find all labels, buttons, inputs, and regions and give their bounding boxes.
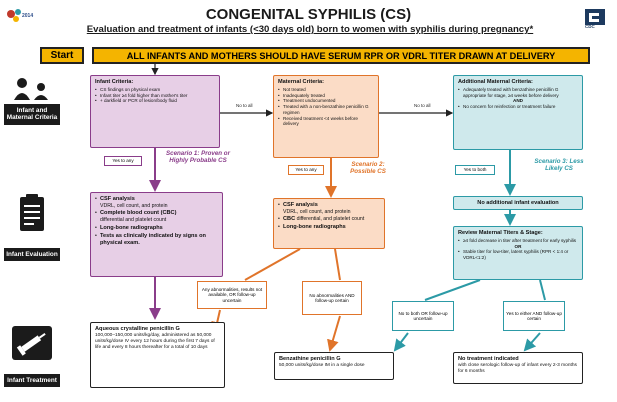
- no-to-all-label: No to all: [414, 103, 431, 108]
- eval-item: Tests as clinically indicated by signs o…: [95, 233, 218, 247]
- eval-item: CBC differential, and platelet count: [278, 216, 380, 223]
- maternal-criteria-item: Inadequately treated: [278, 93, 374, 99]
- review-titers-title: Review Maternal Titers & Stage:: [458, 230, 543, 236]
- logo-left-text: 2014: [22, 13, 34, 19]
- mother-infant-icon: [8, 76, 56, 102]
- benzathine-penicillin-box: Benzathine penicillin G 50,000 units/kg/…: [274, 352, 394, 380]
- and-label: AND: [513, 98, 523, 104]
- infant-criteria-item: CS findings on physical exam: [95, 87, 215, 93]
- eval-item: Long-bone radiographs: [278, 224, 380, 231]
- row-label-criteria: Infant and Maternal Criteria: [4, 104, 60, 125]
- aqueous-penicillin-box: Aqueous crystalline penicillin G 100,000…: [90, 322, 225, 388]
- eval-item: Complete blood count (CBC)differential a…: [95, 210, 218, 223]
- review-titers-box: Review Maternal Titers & Stage: ≥4 fold …: [453, 226, 583, 280]
- additional-maternal-item: Adequately treated with benzathine penic…: [458, 87, 578, 98]
- eval-scenario-3-box: No additional infant evaluation: [453, 196, 583, 210]
- row-label-evaluation: Infant Evaluation: [4, 248, 60, 262]
- syringe-icon: [8, 322, 56, 362]
- additional-maternal-box: Additional Maternal Criteria: Adequately…: [453, 75, 583, 150]
- yes-to-either-box: Yes to either AND follow-up certain: [503, 301, 565, 331]
- arrow-eval-s2-to-abn: [244, 248, 301, 281]
- yes-to-both-box: Yes to both: [455, 165, 495, 175]
- benzathine-body: 50,000 units/kg/dose IM in a single dose: [279, 362, 365, 368]
- scenario-3-label: Scenario 3: Less Likely CS: [534, 158, 584, 173]
- start-banner: ALL INFANTS AND MOTHERS SHOULD HAVE SERU…: [92, 47, 590, 64]
- row-label-treatment: Infant Treatment: [4, 374, 60, 388]
- page-title: CONGENITAL SYPHILIS (CS): [205, 6, 412, 23]
- arrow-review-to-nobth: [424, 279, 481, 301]
- no-abnormal-results-box: No abnormalities AND follow-up certain: [302, 281, 362, 315]
- arrow-noabn-to-benzathine: [327, 315, 341, 352]
- additional-maternal-item: No concern for reinfection or treatment …: [458, 104, 578, 110]
- no-to-both-box: No to both OR follow-up uncertain: [392, 301, 454, 331]
- review-titers-item: ≥4 fold decrease in titer after treatmen…: [458, 238, 578, 244]
- maternal-criteria-title: Maternal Criteria:: [278, 79, 325, 85]
- arrow-yes-to-notreatment: [523, 332, 541, 352]
- infant-criteria-title: Infant Criteria:: [95, 79, 134, 85]
- arrow-eval-s2-to-noabn: [334, 248, 341, 281]
- maternal-criteria-item: Treated with a non-benzathine penicillin…: [278, 104, 374, 115]
- maternal-criteria-item: Received treatment <4 weeks before deliv…: [278, 116, 374, 127]
- clipboard-icon: [8, 193, 56, 233]
- no-treatment-body: with close serologic follow-up of infant…: [458, 362, 577, 374]
- aqueous-title: Aqueous crystalline penicillin G: [95, 326, 180, 332]
- logo-right: CDC: [583, 7, 609, 31]
- benzathine-title: Benzathine penicillin G: [279, 356, 341, 362]
- scenario-1-label: Scenario 1: Proven or Highly Probable CS: [166, 150, 230, 165]
- or-label: OR: [514, 243, 522, 249]
- infant-criteria-item: + darkfield or PCR of lesion/body fluid: [95, 98, 215, 104]
- maternal-criteria-item: Treatment undocumented: [278, 98, 374, 104]
- page-subtitle: Evaluation and treatment of infants (<30…: [86, 24, 534, 35]
- abnormal-results-box: Any abnormalities, results not available…: [197, 281, 267, 309]
- start-label: Start: [40, 47, 84, 64]
- infant-criteria-item: Infant titer ≥4 fold higher than mother'…: [95, 93, 215, 99]
- arrow-nobth-to-benzathine: [393, 332, 409, 352]
- logo-left: 2014: [4, 6, 42, 26]
- yes-to-any-box: Yes to any: [104, 156, 142, 166]
- eval-item: Long-bone radiographs: [95, 225, 218, 232]
- review-titers-item: Stable titer for low-titer, latent syphi…: [458, 249, 578, 260]
- no-to-all-label: No to all: [236, 103, 253, 108]
- additional-maternal-title: Additional Maternal Criteria:: [458, 79, 533, 85]
- scenario-2-label: Scenario 2: Possible CS: [350, 161, 386, 176]
- arrow-review-to-yes: [539, 279, 546, 301]
- no-treatment-box: No treatment indicated with close serolo…: [453, 352, 583, 384]
- yes-to-any-box: Yes to any: [288, 165, 324, 175]
- no-treatment-title: No treatment indicated: [458, 356, 519, 362]
- maternal-criteria-box: Maternal Criteria: Not treated Inadequat…: [273, 75, 379, 158]
- maternal-criteria-item: Not treated: [278, 87, 374, 93]
- logo-right-text: CDC: [585, 24, 595, 29]
- infant-criteria-box: Infant Criteria: CS findings on physical…: [90, 75, 220, 148]
- aqueous-body: 100,000–150,000 units/kg/day, administer…: [95, 332, 215, 350]
